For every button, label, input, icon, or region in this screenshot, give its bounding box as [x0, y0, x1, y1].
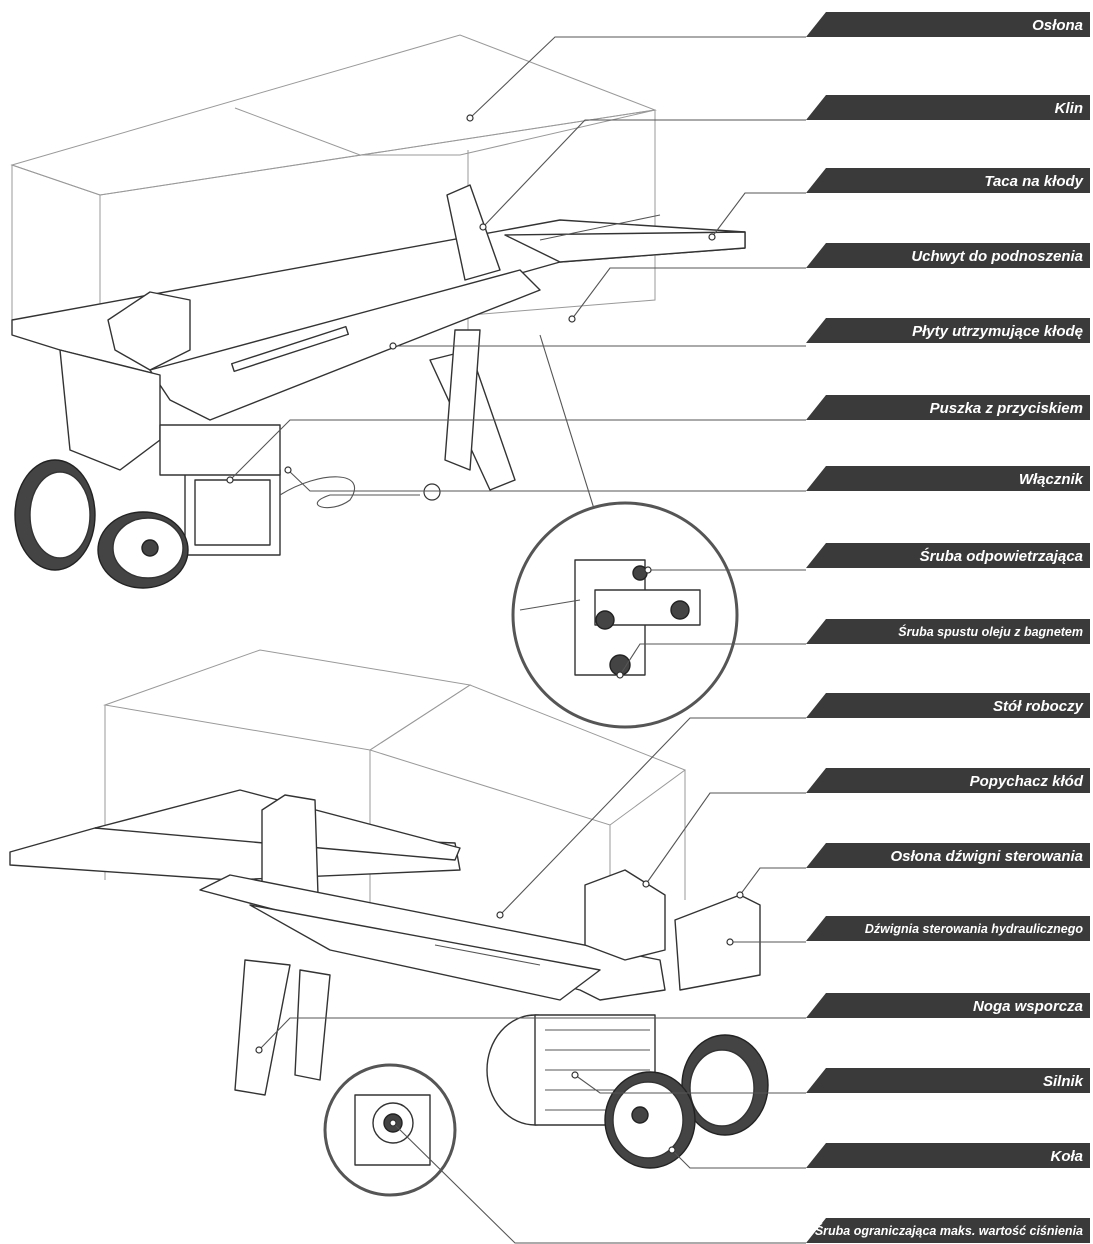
label-noga: Noga wsporcza: [806, 993, 1090, 1018]
label-wlacznik: Włącznik: [806, 466, 1090, 491]
label-plyty: Płyty utrzymujące kłodę: [806, 318, 1090, 343]
label-text-taca: Taca na kłody: [984, 173, 1083, 190]
label-text-sruba-spustu: Śruba spustu oleju z bagnetem: [898, 624, 1083, 639]
label-klin: Klin: [806, 95, 1090, 120]
label-taca: Taca na kłody: [806, 168, 1090, 193]
top-wheel-rear: [14, 459, 96, 571]
label-stol: Stół roboczy: [806, 693, 1090, 718]
label-text-dzwignia: Dźwignia sterowania hydraulicznego: [865, 922, 1083, 936]
top-wheel-front: [97, 511, 189, 589]
label-dzwignia: Dźwignia sterowania hydraulicznego: [806, 916, 1090, 941]
label-text-plyty: Płyty utrzymujące kłodę: [912, 323, 1083, 340]
label-text-puszka: Puszka z przyciskiem: [930, 400, 1083, 417]
label-text-kola: Koła: [1050, 1148, 1083, 1165]
label-kola: Koła: [806, 1143, 1090, 1168]
bottom-motor: [486, 1014, 656, 1126]
label-silnik: Silnik: [806, 1068, 1090, 1093]
label-text-noga: Noga wsporcza: [973, 998, 1083, 1015]
bottom-wheel-front: [604, 1071, 696, 1169]
label-text-silnik: Silnik: [1043, 1073, 1084, 1090]
label-puszka: Puszka z przyciskiem: [806, 395, 1090, 420]
bottom-wheel-rear: [681, 1034, 769, 1136]
label-text-stol: Stół roboczy: [993, 698, 1084, 715]
label-text-uchwyt: Uchwyt do podnoszenia: [911, 248, 1083, 265]
label-popychacz: Popychacz kłód: [806, 768, 1090, 793]
leader-lines: [226, 36, 806, 1244]
label-text-wlacznik: Włącznik: [1019, 471, 1084, 488]
label-text-sruba-ogr: Śruba ograniczająca maks. wartość ciśnie…: [815, 1223, 1083, 1238]
detail-circle-top: [511, 334, 739, 729]
label-oslona-dzwigni: Osłona dźwigni sterowania: [806, 843, 1090, 868]
label-sruba-spustu: Śruba spustu oleju z bagnetem: [806, 619, 1090, 644]
label-oslona: Osłona: [806, 12, 1090, 37]
label-text-oslona: Osłona: [1032, 17, 1083, 34]
label-text-klin: Klin: [1055, 100, 1083, 117]
detail-circle-bottom: [323, 1063, 457, 1197]
top-machine-drawing: [10, 34, 746, 589]
bottom-machine-drawing: [9, 649, 769, 1169]
label-text-oslona-dzwigni: Osłona dźwigni sterowania: [890, 848, 1083, 865]
label-uchwyt: Uchwyt do podnoszenia: [806, 243, 1090, 268]
label-text-sruba-odp: Śruba odpowietrzająca: [920, 547, 1083, 565]
label-sruba-odp: Śruba odpowietrzająca: [806, 543, 1090, 568]
label-text-popychacz: Popychacz kłód: [970, 773, 1084, 790]
label-sruba-ogr: Śruba ograniczająca maks. wartość ciśnie…: [806, 1218, 1090, 1243]
